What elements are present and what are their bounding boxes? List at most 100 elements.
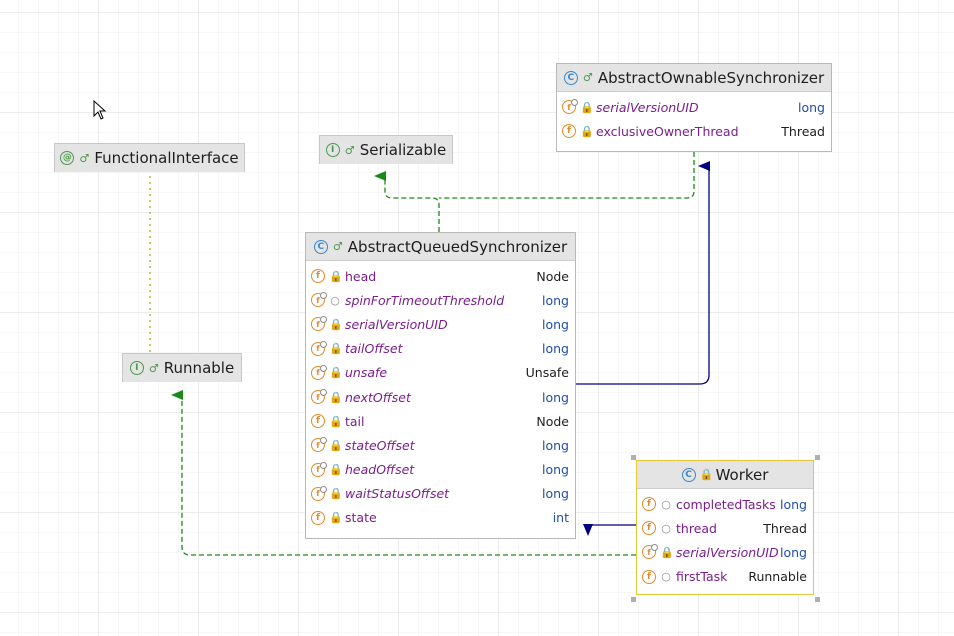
private-icon: 🔒 [329,366,343,380]
static-field-icon: f [311,364,327,380]
field-icon: f [642,569,656,584]
static-field-icon: f [562,99,578,115]
field-icon: f [311,510,325,525]
field-name: spinForTimeoutThreshold [345,292,505,308]
edge-aos-serializable [439,152,695,199]
aos-node[interactable]: C ♂ AbstractOwnableSynchronizer f🔒serial… [556,63,832,152]
aos-title: AbstractOwnableSynchronizer [597,68,825,87]
aos-header: C ♂ AbstractOwnableSynchronizer [557,64,831,92]
field-row[interactable]: f 🔒state int [306,506,575,530]
field-name: headOffset [345,462,415,478]
field-type: long [798,99,825,115]
aqs-header: C ♂ AbstractQueuedSynchronizer [306,233,575,261]
field-name: head [345,268,377,284]
selection-handle[interactable] [631,455,636,460]
field-type: int [552,510,569,526]
static-field-icon: f [311,437,327,453]
static-field-icon: f [642,544,658,560]
private-icon: 🔒 [329,463,343,477]
field-type: Node [536,268,569,284]
field-type: Runnable [748,569,807,585]
static-field-icon: f [311,340,327,356]
abstract-class-icon: C [313,239,328,254]
field-row[interactable]: f🔒stateOffset long [306,433,575,457]
public-icon: ♂ [344,143,355,157]
package-private-icon: ○ [661,570,671,584]
field-type: long [542,292,569,308]
private-icon: 🔒 [329,269,343,283]
functional-interface-header: @ ♂ FunctionalInterface [55,144,244,172]
private-icon: 🔒 [580,100,594,114]
functional-interface-node[interactable]: @ ♂ FunctionalInterface [54,143,245,172]
field-name: serialVersionUID [676,544,779,560]
private-icon: 🔒 [699,468,714,481]
field-type: long [542,389,569,405]
field-name: unsafe [345,365,388,381]
field-name: tailOffset [345,341,403,357]
selection-handle[interactable] [815,455,820,460]
field-row[interactable]: f 🔒head Node [306,264,575,288]
field-name: exclusiveOwnerThread [596,123,739,139]
field-row[interactable]: f🔒headOffset long [306,458,575,482]
interface-icon: I [325,143,340,157]
field-name: state [345,510,377,526]
private-icon: 🔒 [580,124,594,138]
field-icon: f [562,124,576,139]
field-name: tail [345,413,365,429]
aqs-title: AbstractQueuedSynchronizer [347,237,568,256]
public-icon: ♂ [332,240,343,253]
static-field-icon: f [311,461,327,477]
private-icon: 🔒 [329,511,343,525]
static-field-icon: f [311,485,327,501]
static-field-icon: f [311,316,327,332]
field-name: serialVersionUID [345,316,448,332]
runnable-title: Runnable [163,359,235,377]
static-field-icon: f [311,292,327,308]
field-icon: f [311,269,325,284]
serializable-node[interactable]: I ♂ Serializable [319,135,453,164]
field-icon: f [642,521,656,536]
field-name: serialVersionUID [596,99,699,115]
annotation-icon: @ [60,151,75,165]
field-name: nextOffset [345,389,411,405]
private-icon: 🔒 [329,414,343,428]
private-icon: 🔒 [329,438,343,452]
selection-handle[interactable] [631,597,636,602]
edge-aqs-aos [576,161,710,385]
field-type: long [542,462,569,478]
mouse-cursor-icon [93,100,107,120]
serializable-title: Serializable [359,141,447,159]
worker-title: Worker [715,465,769,484]
field-type: long [780,544,807,560]
runnable-node[interactable]: I ♂ Runnable [122,353,242,382]
field-row[interactable]: f🔒serialVersionUID long [557,95,831,119]
runnable-header: I ♂ Runnable [123,354,241,382]
field-type: long [542,486,569,502]
selection-handle[interactable] [815,597,820,602]
field-icon: f [642,497,656,512]
field-name: stateOffset [345,437,415,453]
field-type: long [542,437,569,453]
edge-aqs-serializable [374,171,440,232]
abstract-class-icon: C [563,70,578,85]
functional-interface-title: FunctionalInterface [94,149,239,167]
package-private-icon: ○ [661,497,671,511]
private-icon: 🔒 [329,487,343,501]
